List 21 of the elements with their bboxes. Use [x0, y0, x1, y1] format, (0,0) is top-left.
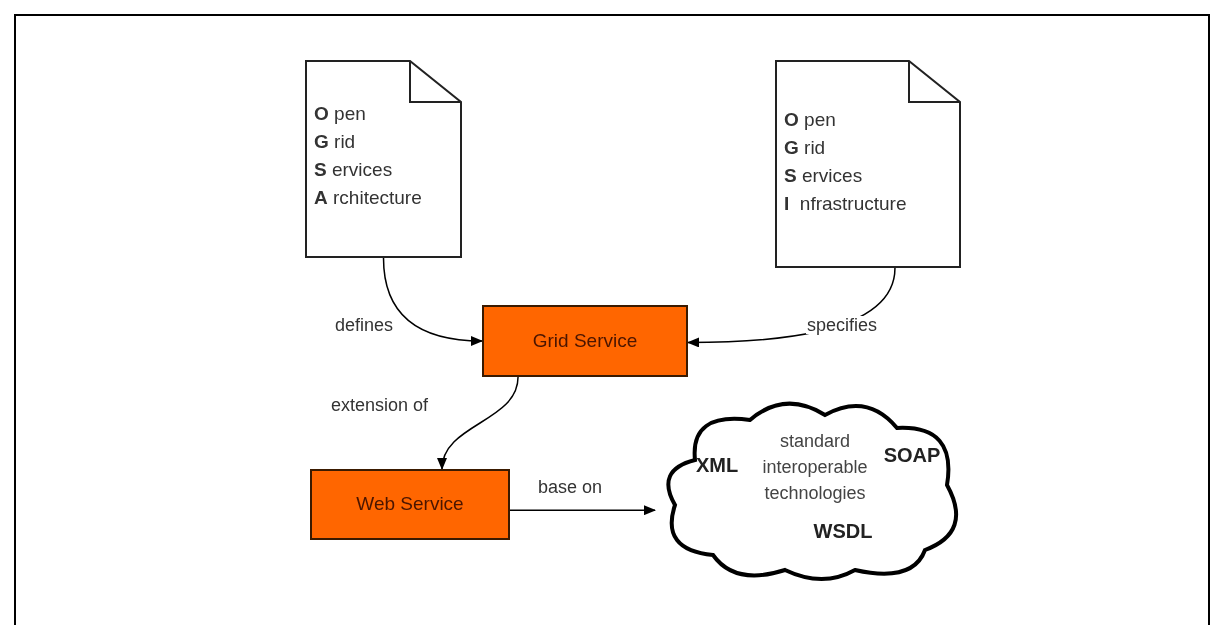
arrow [438, 376, 519, 470]
document-text: A rchitecture [314, 186, 422, 210]
cloud-text: XML [694, 453, 740, 478]
edge-label: extension of [330, 396, 430, 414]
edge-label: base on [537, 478, 604, 496]
cloud-text: SOAP [882, 443, 942, 468]
arrow [509, 505, 656, 516]
document-text: S ervices [784, 164, 864, 188]
cloud-text: standard interoperable technologies [761, 430, 869, 505]
document-text: S ervices [314, 158, 394, 182]
document-text: O pen [784, 108, 837, 132]
document-text: G rid [314, 130, 357, 154]
edge-label: specifies [806, 316, 879, 334]
cloud-text: WSDL [812, 519, 874, 544]
document-text: G rid [784, 136, 827, 160]
process-box: Web Service [310, 469, 510, 540]
document-text: I nfrastructure [784, 192, 907, 216]
arrow [382, 257, 483, 346]
process-box: Grid Service [482, 305, 688, 377]
edge-label: defines [334, 316, 395, 334]
document-text: O pen [314, 102, 367, 126]
